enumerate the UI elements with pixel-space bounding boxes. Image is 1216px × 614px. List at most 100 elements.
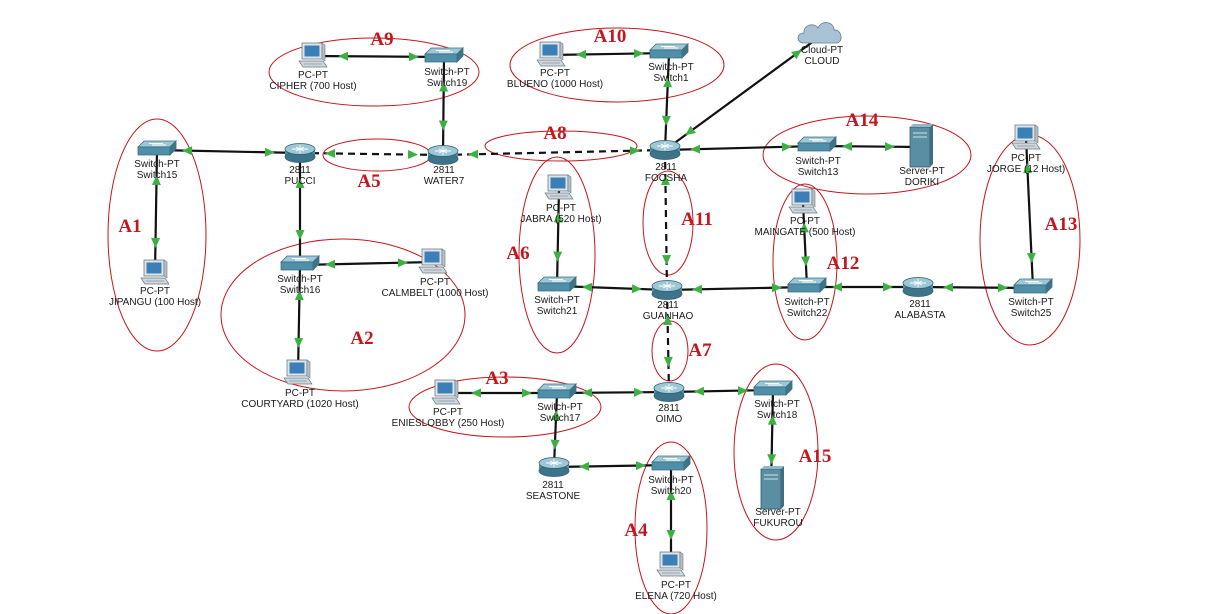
pc-cipher[interactable] — [298, 42, 328, 68]
port-status-marker — [799, 222, 809, 233]
switch-icon — [137, 140, 177, 156]
area-outline-a8 — [484, 130, 638, 162]
link-guanhao-switch22[interactable] — [666, 285, 808, 292]
link-guanhao-switch21[interactable] — [556, 284, 668, 292]
device-name-label: Switch16 — [280, 285, 321, 296]
port-status-marker — [582, 388, 593, 398]
device-model-label: 2811 — [657, 300, 679, 311]
device-name-label: ENIESLOBBY (250 Host) — [392, 418, 505, 429]
link-switch17-seastone[interactable] — [552, 392, 559, 468]
server-fukurou[interactable] — [760, 466, 784, 510]
pc-courtyard[interactable] — [283, 359, 313, 385]
switch-icon — [537, 276, 577, 292]
pc-calmbelt[interactable] — [418, 248, 448, 274]
device-model-label: Switch-PT — [537, 402, 583, 413]
router-icon — [284, 143, 316, 163]
pc-jorge[interactable] — [1011, 124, 1041, 150]
switch-switch15[interactable] — [137, 140, 177, 156]
switch-switch20[interactable] — [651, 455, 691, 471]
device-name-label: Switch20 — [651, 486, 692, 497]
device-name-label: ALABASTA — [895, 310, 946, 321]
switch-switch18[interactable] — [753, 380, 793, 396]
link-seastone-switch20[interactable] — [553, 463, 672, 469]
router-oimo[interactable] — [653, 382, 685, 402]
port-status-marker — [338, 51, 349, 61]
switch-switch16[interactable] — [280, 255, 320, 271]
link-pucci-water7[interactable] — [299, 151, 444, 157]
link-switch22-maingate[interactable] — [801, 201, 809, 288]
link-switch15-pucci[interactable] — [156, 148, 301, 155]
port-status-marker — [553, 212, 563, 223]
link-switch25-jorge[interactable] — [1024, 137, 1035, 289]
port-status-marker — [635, 461, 646, 471]
switch-switch17[interactable] — [537, 383, 577, 399]
pc-elena[interactable] — [656, 551, 686, 577]
device-model-label: PC-PT — [540, 68, 570, 79]
device-name-label: JIPANGU (100 Host) — [109, 297, 201, 308]
switch-switch22[interactable] — [787, 277, 827, 293]
port-status-marker — [791, 49, 802, 60]
link-switch16-courtyard[interactable] — [296, 264, 302, 374]
link-cipher-switch19[interactable] — [312, 54, 445, 59]
port-status-marker — [692, 284, 703, 294]
device-model-label: Switch-PT — [1008, 297, 1054, 308]
router-icon — [651, 280, 683, 300]
router-guanhao[interactable] — [651, 280, 683, 300]
port-status-marker — [397, 258, 408, 268]
area-label-a2: A2 — [350, 328, 373, 349]
pc-maingate[interactable] — [788, 188, 818, 214]
device-name-label: MAINGATE (500 Host) — [755, 227, 856, 238]
device-name-label: Switch22 — [787, 308, 828, 319]
port-status-marker — [294, 290, 304, 301]
switch-icon — [649, 43, 689, 59]
link-foosha-switch13[interactable] — [664, 144, 818, 152]
area-outline-a3 — [408, 376, 602, 438]
switch-switch21[interactable] — [537, 276, 577, 292]
port-status-marker — [633, 49, 644, 59]
switch-switch25[interactable] — [1013, 278, 1053, 294]
link-guanhao-oimo[interactable] — [665, 289, 671, 393]
port-status-marker — [522, 388, 532, 398]
device-model-label: PC-PT — [140, 286, 170, 297]
link-blueno-switch1[interactable] — [550, 51, 670, 57]
server-icon — [760, 466, 784, 510]
pc-enieslobby[interactable] — [431, 379, 461, 405]
server-doriki[interactable] — [909, 124, 933, 168]
port-status-marker — [295, 230, 305, 240]
router-foosha[interactable] — [649, 140, 681, 160]
link-switch16-calmbelt[interactable] — [299, 260, 434, 267]
router-pucci[interactable] — [284, 143, 316, 163]
area-outline-a4 — [634, 441, 708, 614]
router-alabasta[interactable] — [902, 277, 934, 297]
port-status-marker — [468, 149, 479, 159]
device-model-label: Switch-PT — [754, 399, 800, 410]
switch-switch19[interactable] — [424, 47, 464, 63]
link-switch15-jipangu[interactable] — [153, 149, 159, 274]
switch-switch1[interactable] — [649, 43, 689, 59]
router-water7[interactable] — [427, 145, 459, 165]
pc-jipangu[interactable] — [140, 259, 170, 285]
device-model-label: Switch-PT — [795, 156, 841, 167]
link-water7-foosha[interactable] — [442, 148, 666, 157]
port-status-marker — [663, 315, 673, 326]
pc-icon — [788, 188, 818, 214]
pc-blueno[interactable] — [536, 41, 566, 67]
device-model-label: Switch-PT — [648, 475, 694, 486]
switch-switch13[interactable] — [797, 136, 837, 152]
area-outlines — [107, 27, 1081, 614]
link-switch21-jabra[interactable] — [555, 187, 561, 287]
pc-jabra[interactable] — [544, 174, 574, 200]
port-status-marker — [151, 237, 161, 248]
area-label-a7: A7 — [688, 340, 712, 361]
area-outline-a6 — [518, 156, 596, 354]
link-foosha-switch1[interactable] — [663, 52, 671, 151]
link-water7-switch19[interactable] — [441, 56, 446, 156]
port-status-marker — [660, 175, 670, 186]
device-model-label: PC-PT — [1011, 153, 1041, 164]
device-name-label: Switch19 — [427, 78, 468, 89]
device-name-label: WATER7 — [424, 176, 465, 187]
cloud-cloud[interactable] — [797, 22, 842, 44]
port-status-marker — [631, 284, 642, 294]
router-seastone[interactable] — [538, 457, 570, 477]
